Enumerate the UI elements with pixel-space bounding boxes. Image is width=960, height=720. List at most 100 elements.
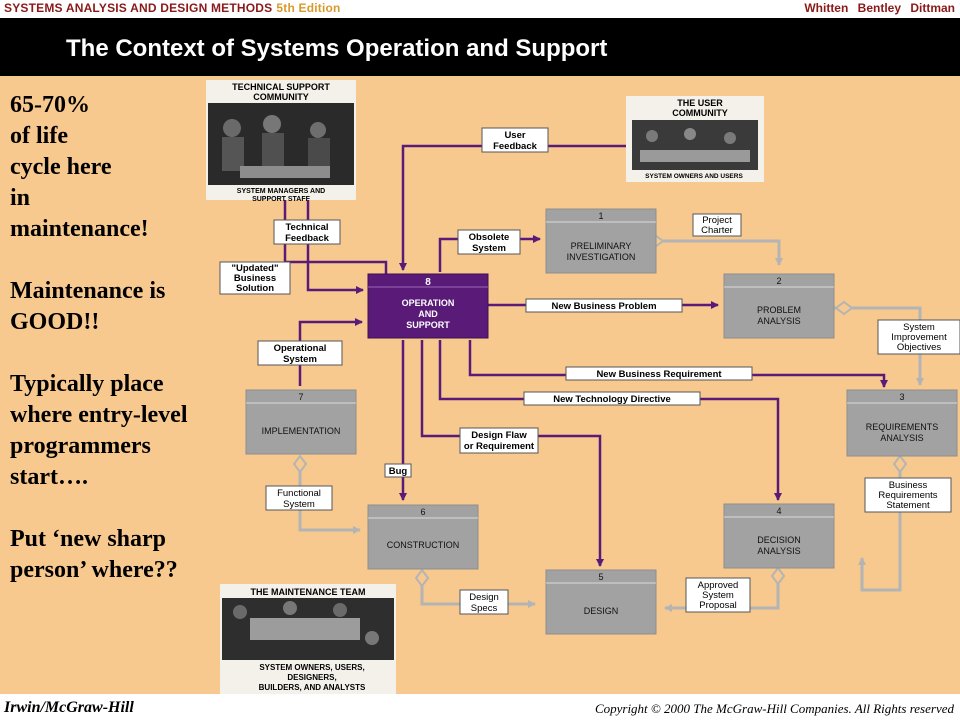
label-project-charter-2: Charter <box>701 225 733 236</box>
maintenance-team: THE MAINTENANCE TEAM SYSTEM OWNERS, USER… <box>220 584 396 694</box>
label-functional-system-1: Functional <box>277 488 321 499</box>
note-line: cycle here <box>10 154 112 180</box>
label-bug: Bug <box>389 466 408 477</box>
publisher: Irwin/McGraw-Hill <box>4 699 134 716</box>
svg-text:THE MAINTENANCE TEAM: THE MAINTENANCE TEAM <box>251 587 366 597</box>
phase-4-box: 4 DECISION ANALYSIS <box>723 503 835 569</box>
note-line: GOOD!! <box>10 309 100 335</box>
label-design-specs-1: Design <box>469 592 499 603</box>
svg-text:TECHNICAL SUPPORT: TECHNICAL SUPPORT <box>232 82 330 92</box>
tech-support-community: TECHNICAL SUPPORT COMMUNITY SYSTEM MANAG… <box>206 80 356 203</box>
note-line: Put ‘new sharp <box>10 526 167 552</box>
svg-text:ANALYSIS: ANALYSIS <box>757 316 800 326</box>
flow-business-requirements <box>858 466 902 592</box>
maintenance-notes: 65-70% of life cycle here in maintenance… <box>10 90 250 586</box>
label-functional-system-2: System <box>283 499 315 510</box>
phase-6-box: 6 CONSTRUCTION <box>367 504 479 570</box>
svg-text:DESIGNERS,: DESIGNERS, <box>287 673 336 682</box>
svg-text:2: 2 <box>776 276 781 286</box>
note-spacer <box>10 338 250 369</box>
user-community: THE USER COMMUNITY SYSTEM OWNERS AND USE… <box>626 96 764 182</box>
phase-7-box: 7 IMPLEMENTATION <box>245 389 357 455</box>
svg-text:SYSTEM OWNERS, USERS,: SYSTEM OWNERS, USERS, <box>259 663 364 672</box>
svg-text:6: 6 <box>420 507 425 517</box>
svg-text:REQUIREMENTS: REQUIREMENTS <box>866 422 939 432</box>
label-project-charter-1: Project <box>702 215 732 226</box>
flow-technical-feedback <box>306 200 364 294</box>
label-system-improvement-1: System <box>903 322 935 333</box>
label-new-business-problem: New Business Problem <box>551 301 656 312</box>
svg-text:AND: AND <box>418 309 438 319</box>
purple-flows <box>281 139 888 567</box>
svg-text:4: 4 <box>776 506 781 516</box>
flow-origin-markers <box>292 233 908 588</box>
note-line: maintenance! <box>10 216 149 242</box>
svg-text:PRELIMINARY: PRELIMINARY <box>571 241 632 251</box>
flow-functional-system <box>298 462 361 534</box>
svg-text:ANALYSIS: ANALYSIS <box>880 433 923 443</box>
note-line: start…. <box>10 464 88 490</box>
svg-text:7: 7 <box>298 392 303 402</box>
note-line: programmers <box>10 433 151 459</box>
phase-1-box: 1 PRELIMINARY INVESTIGATION <box>545 208 657 274</box>
svg-text:COMMUNITY: COMMUNITY <box>672 108 728 118</box>
note-line: 65-70% <box>10 92 90 118</box>
flow-updated-solution <box>281 139 388 276</box>
svg-text:CONSTRUCTION: CONSTRUCTION <box>387 540 460 550</box>
note-line: person’ where?? <box>10 557 178 583</box>
svg-text:OPERATION: OPERATION <box>402 298 455 308</box>
svg-text:8: 8 <box>425 277 431 288</box>
label-operational-system-1: Operational <box>274 343 327 354</box>
header-bar <box>0 0 960 18</box>
note-line: in <box>10 185 31 211</box>
label-system-improvement-3: Objectives <box>897 342 942 353</box>
svg-text:THE USER: THE USER <box>677 98 723 108</box>
svg-text:SYSTEM OWNERS AND USERS: SYSTEM OWNERS AND USERS <box>645 173 743 180</box>
note-line: Maintenance is <box>10 278 166 304</box>
flow-label-boxes <box>219 127 960 615</box>
svg-text:5: 5 <box>598 572 603 582</box>
flow-user-feedback <box>399 144 632 271</box>
label-new-business-requirement: New Business Requirement <box>596 369 722 380</box>
svg-text:DESIGN: DESIGN <box>584 606 619 616</box>
label-new-technology-directive: New Technology Directive <box>553 394 671 405</box>
note-line: where entry-level <box>10 402 188 428</box>
label-obsolete-system-1: Obsolete <box>469 232 510 243</box>
phase-8-box: 8 OPERATION AND SUPPORT <box>367 273 489 339</box>
label-design-flaw-2: or Requirement <box>464 441 535 452</box>
note-line: Typically place <box>10 371 164 397</box>
svg-text:INVESTIGATION: INVESTIGATION <box>567 252 636 262</box>
label-business-requirements-1: Business <box>889 480 928 491</box>
svg-text:DECISION: DECISION <box>757 535 801 545</box>
edition-label: 5th Edition <box>276 1 341 15</box>
label-design-specs-2: Specs <box>471 603 498 614</box>
copyright: Copyright © 2000 The McGraw-Hill Compani… <box>594 701 954 716</box>
label-business-requirements-2: Requirements <box>878 490 937 501</box>
phase-3-box: 3 REQUIREMENTS ANALYSIS <box>846 389 958 457</box>
label-updated-solution-2: Business <box>234 273 276 284</box>
user-community-photo <box>632 120 758 170</box>
label-operational-system-2: System <box>283 354 317 365</box>
svg-text:COMMUNITY: COMMUNITY <box>253 92 309 102</box>
svg-text:3: 3 <box>899 392 904 402</box>
svg-text:PROBLEM: PROBLEM <box>757 305 801 315</box>
note-spacer <box>10 245 250 276</box>
label-system-improvement-2: Improvement <box>891 332 947 343</box>
title-bar <box>0 18 960 76</box>
phase-5-box: 5 DESIGN <box>545 569 657 635</box>
phase-2-box: 2 PROBLEM ANALYSIS <box>723 273 835 339</box>
slide-title: The Context of Systems Operation and Sup… <box>66 35 608 62</box>
label-approved-proposal-3: Proposal <box>699 600 737 611</box>
label-approved-proposal-2: System <box>702 590 734 601</box>
svg-text:IMPLEMENTATION: IMPLEMENTATION <box>262 426 341 436</box>
label-business-requirements-3: Statement <box>886 500 930 511</box>
flow-project-charter <box>655 239 783 266</box>
label-updated-solution-1: "Updated" <box>231 263 278 274</box>
note-line: of life <box>10 123 68 149</box>
label-technical-feedback-2: Feedback <box>285 233 330 244</box>
svg-text:SYSTEM MANAGERS AND: SYSTEM MANAGERS AND <box>237 188 325 195</box>
svg-text:SUPPORT: SUPPORT <box>406 320 450 330</box>
svg-text:1: 1 <box>598 211 603 221</box>
label-obsolete-system-2: System <box>472 243 506 254</box>
